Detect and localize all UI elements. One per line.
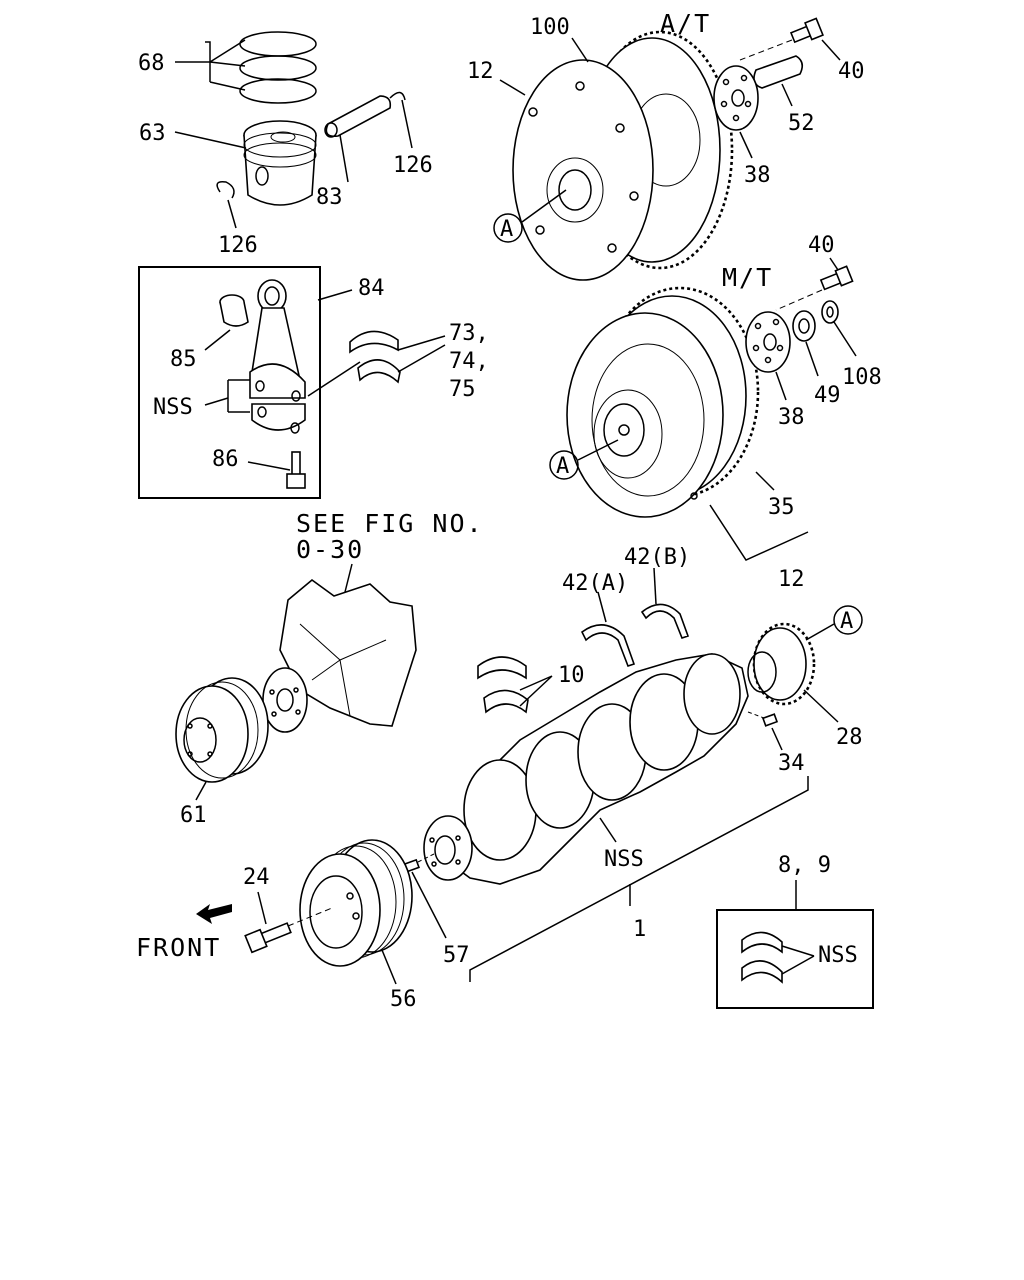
at-plate-part (713, 65, 759, 131)
mt-plate-part (745, 311, 791, 373)
pilot-bearing-part (792, 310, 816, 342)
callout-61: 61 (180, 803, 207, 828)
flywheel-mt-part (566, 286, 760, 518)
callout-126-left: 126 (218, 233, 258, 258)
callout-40-mt: 40 (808, 233, 835, 258)
front-direction-label: FRONT (136, 933, 221, 962)
callout-nss-rod: NSS (153, 395, 193, 420)
callout-10: 10 (558, 663, 585, 688)
callout-38-mt: 38 (778, 405, 805, 430)
callout-86: 86 (212, 447, 239, 472)
callout-85: 85 (170, 347, 197, 372)
flexplate-at-part (512, 30, 734, 281)
callout-38-at: 38 (744, 163, 771, 188)
thrust-bearing-box (716, 909, 874, 1009)
crank-pulley-part (299, 839, 413, 967)
reference-note-line2: 0-30 (296, 535, 364, 564)
section-title-at: A/T (660, 9, 711, 38)
small-end-bushing-part (219, 294, 249, 327)
reference-note-line1: SEE FIG NO. (296, 509, 484, 538)
piston-rings-part (175, 31, 317, 104)
reference-marker-mt (549, 450, 579, 480)
callout-34: 34 (778, 751, 805, 776)
callout-126-right: 126 (393, 153, 433, 178)
callout-49: 49 (814, 383, 841, 408)
section-title-mt: M/T (722, 263, 773, 292)
callout-57: 57 (443, 943, 470, 968)
crankshaft-part (423, 653, 749, 885)
thrust-bearing-part (741, 931, 783, 984)
crank-gear-part (747, 622, 816, 706)
callout-24: 24 (243, 865, 270, 890)
thrust-washer-b-part (640, 603, 690, 639)
callout-68: 68 (138, 51, 165, 76)
connecting-rod-part (249, 279, 306, 434)
callout-42b: 42(B) (624, 545, 690, 570)
at-spacer-part (753, 55, 804, 89)
callout-83: 83 (316, 185, 343, 210)
callout-8-9: 8, 9 (778, 853, 831, 878)
callout-28: 28 (836, 725, 863, 750)
callout-73: 73, (449, 321, 489, 346)
pulley-bolt-part (244, 922, 292, 954)
mt-washer-part (821, 300, 839, 324)
rod-bolt-part (286, 451, 306, 489)
reference-marker-gear (833, 605, 863, 635)
callout-12-mt: 12 (778, 567, 805, 592)
reference-marker-gear-label: A (840, 609, 853, 634)
connecting-rod-box (138, 266, 321, 499)
callout-84: 84 (358, 276, 385, 301)
reference-marker-at-label: A (500, 217, 513, 242)
callout-40-at: 40 (838, 59, 865, 84)
callout-56: 56 (390, 987, 417, 1012)
callout-108: 108 (842, 365, 882, 390)
callout-1: 1 (633, 917, 646, 942)
callout-74: 74, (449, 349, 489, 374)
water-pump-part (262, 578, 417, 733)
callout-75: 75 (449, 377, 476, 402)
piston-part (243, 120, 317, 206)
reference-marker-at (493, 213, 523, 243)
main-bearing-part (477, 656, 529, 714)
snap-ring-part-left (216, 180, 235, 199)
callout-100: 100 (530, 15, 570, 40)
front-arrow-icon (196, 904, 232, 924)
mt-bolt-part (819, 265, 854, 291)
callout-nss-box: NSS (818, 943, 858, 968)
reference-marker-mt-label: A (556, 454, 569, 479)
crank-pin-34-part (761, 713, 779, 727)
snap-ring-part-right (389, 91, 406, 101)
callout-35: 35 (768, 495, 795, 520)
callout-42a: 42(A) (562, 571, 628, 596)
fan-pulley-part (175, 677, 269, 783)
thrust-washer-a-part (580, 624, 636, 668)
callout-nss-crank: NSS (604, 847, 644, 872)
at-bolt-part (789, 17, 824, 44)
callout-12-at: 12 (467, 59, 494, 84)
piston-pin-part (324, 95, 392, 138)
rod-bearing-part (349, 330, 401, 384)
callout-52: 52 (788, 111, 815, 136)
callout-63: 63 (139, 121, 166, 146)
